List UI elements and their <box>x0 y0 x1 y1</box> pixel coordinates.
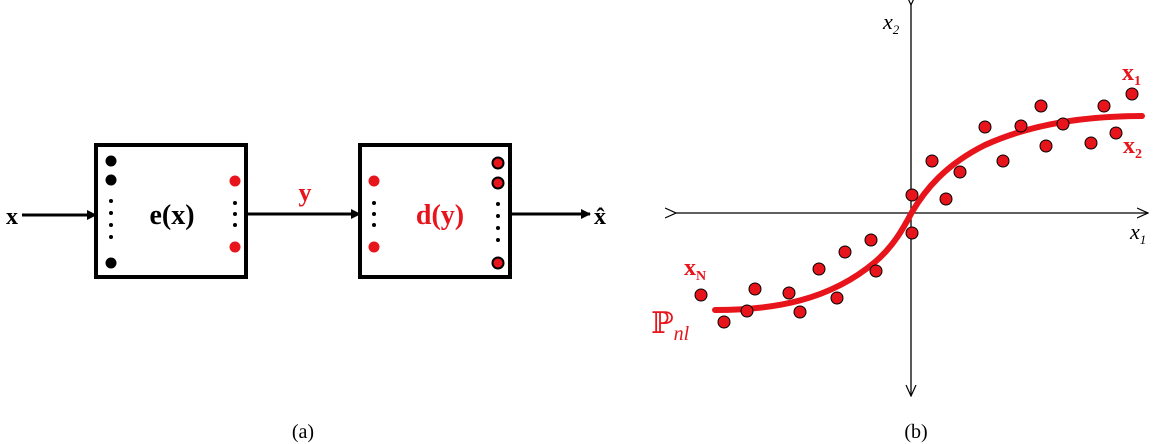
sample-point <box>1039 139 1053 153</box>
decoder-box <box>358 143 512 279</box>
panel-b: x1 x2 <box>651 5 1148 443</box>
input-x-label: x <box>6 204 18 230</box>
ellipsis-dot <box>233 201 237 205</box>
output-xhat-label: x̂ <box>594 204 606 230</box>
encoder-label: e(x) <box>149 200 194 231</box>
sample-point <box>869 264 883 278</box>
sample-point <box>740 304 754 318</box>
latent-y-label: y <box>299 178 312 207</box>
ellipsis-dot <box>109 235 113 239</box>
sample-point <box>812 262 826 276</box>
sample-point <box>1125 87 1139 101</box>
decoder-output-node <box>491 156 505 170</box>
sample-point <box>717 315 731 329</box>
sample-point <box>782 286 796 300</box>
encoder-code-node <box>229 175 241 187</box>
point-xN-label: xN <box>684 255 706 284</box>
decoder-output-node <box>491 176 505 190</box>
x1-axis-label: x1 <box>1129 219 1146 247</box>
sample-point <box>996 154 1010 168</box>
sample-point <box>830 291 844 305</box>
sample-point <box>1014 119 1028 133</box>
sample-point <box>793 305 807 319</box>
sample-point <box>978 120 992 134</box>
sample-point <box>1056 117 1070 131</box>
sample-point <box>939 192 953 206</box>
encoder-code-node <box>229 241 241 253</box>
ellipsis-dot <box>109 211 113 215</box>
decoder-code-node <box>368 175 380 187</box>
ellipsis-dot <box>496 214 500 218</box>
encoder-input-node <box>105 155 117 167</box>
caption-a: (a) <box>292 421 314 443</box>
decoder-label: d(y) <box>416 200 464 231</box>
sample-point <box>748 282 762 296</box>
sample-point <box>905 188 919 202</box>
panel-a: x e(x) y d(y) x̂ (a) <box>6 143 606 443</box>
manifold-label: ℙnl <box>651 307 690 345</box>
x2-axis-label: x2 <box>882 9 900 37</box>
decoder-output-node <box>491 256 505 270</box>
encoder-box <box>94 143 248 279</box>
ellipsis-dot <box>372 212 376 216</box>
sample-points <box>694 87 1139 329</box>
decoder-code-node <box>368 241 380 253</box>
ellipsis-dot <box>109 223 113 227</box>
ellipsis-dot <box>496 238 500 242</box>
sample-point <box>864 233 878 247</box>
sample-point <box>838 245 852 259</box>
sample-point <box>905 226 919 240</box>
encoder-input-node <box>105 174 117 186</box>
caption-b: (b) <box>904 421 927 443</box>
ellipsis-dot <box>496 202 500 206</box>
manifold-curve <box>712 113 1145 313</box>
ellipsis-dot <box>372 223 376 227</box>
point-x2-label: x2 <box>1123 133 1142 162</box>
sample-point <box>694 288 708 302</box>
ellipsis-dot <box>372 201 376 205</box>
sample-point <box>1097 99 1111 113</box>
sample-point <box>1034 99 1048 113</box>
sample-point <box>953 165 967 179</box>
ellipsis-dot <box>233 223 237 227</box>
ellipsis-dot <box>496 226 500 230</box>
point-x1-label: x1 <box>1122 60 1141 89</box>
sample-point <box>1084 136 1098 150</box>
sample-point <box>925 154 939 168</box>
ellipsis-dot <box>233 212 237 216</box>
ellipsis-dot <box>109 199 113 203</box>
encoder-input-node <box>105 257 117 269</box>
sample-point <box>1109 126 1123 140</box>
